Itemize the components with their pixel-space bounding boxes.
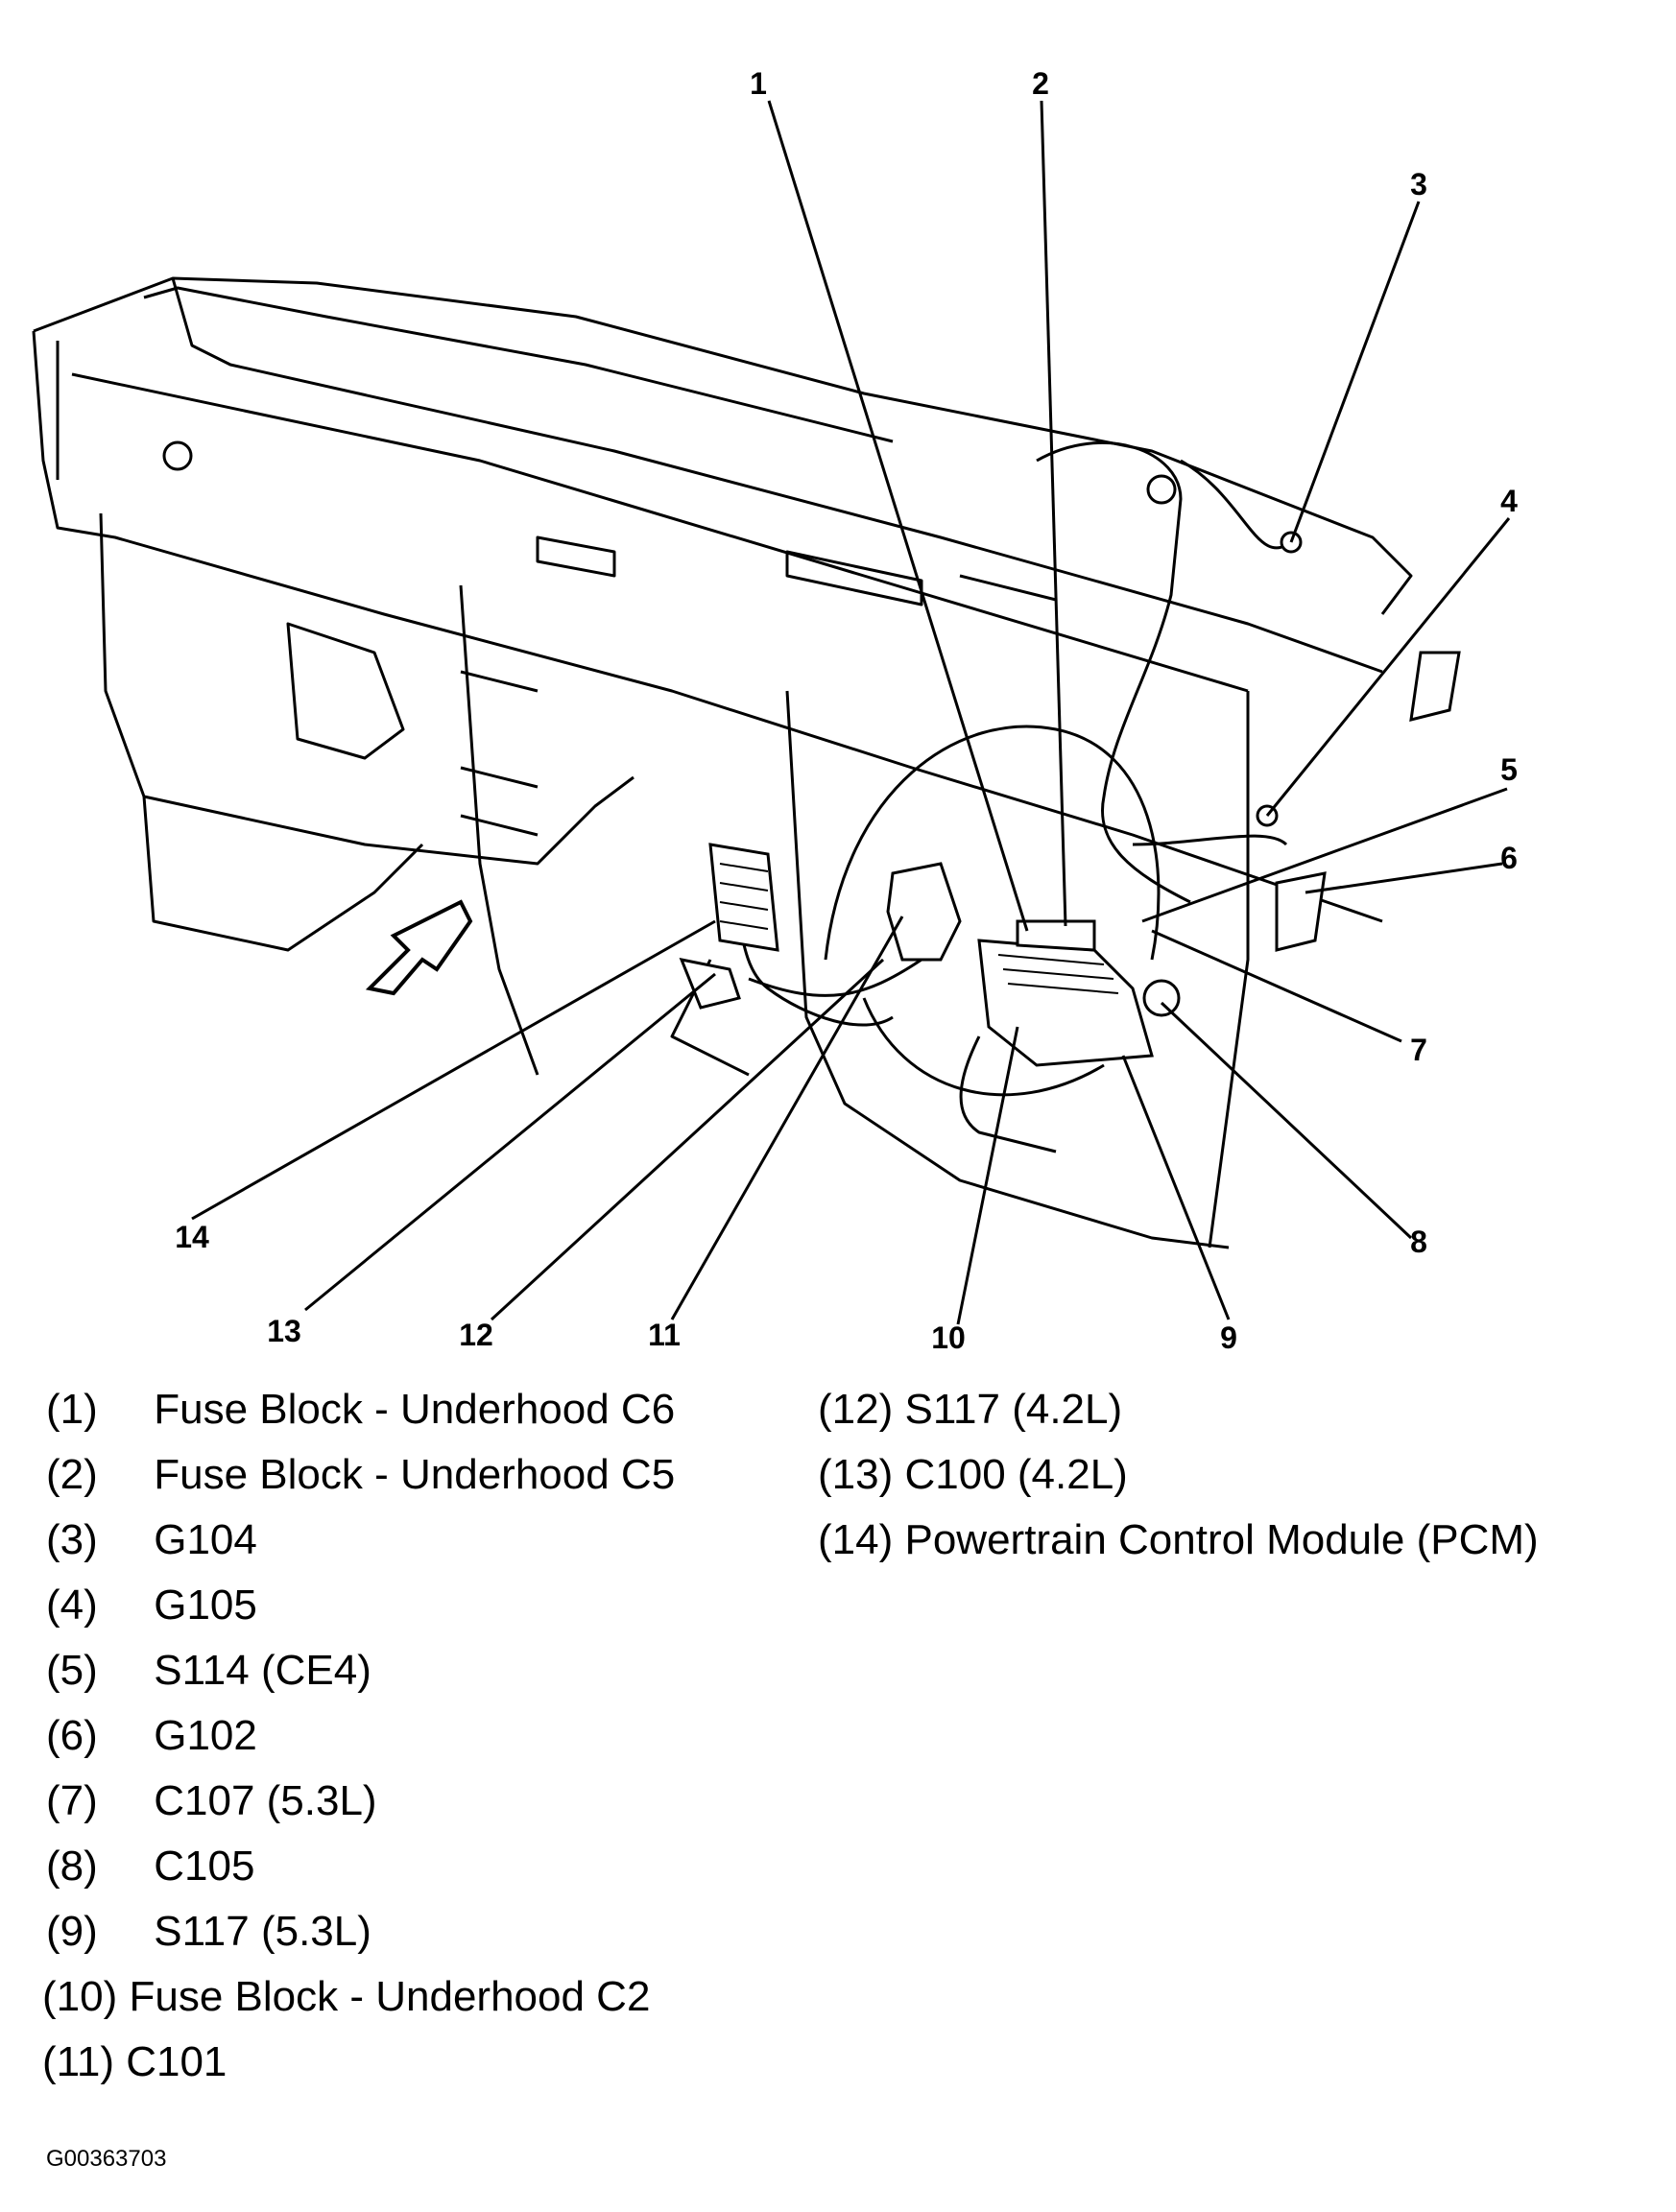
leader-line-13 — [304, 972, 716, 1312]
leader-line-8 — [1160, 1001, 1413, 1240]
legend-label: S117 (5.3L) — [154, 1908, 371, 1955]
legend-label: G105 — [154, 1582, 257, 1629]
legend-item: (3) G104 — [46, 1508, 675, 1573]
legend-label: G102 — [154, 1712, 257, 1759]
legend-item: (2) Fuse Block - Underhood C5 — [46, 1442, 675, 1508]
legend-number: (4) — [46, 1582, 98, 1629]
leader-line-14 — [191, 919, 716, 1221]
callout-2: 2 — [1032, 66, 1049, 101]
legend-label: C100 (4.2L) — [904, 1451, 1128, 1498]
legend-item: (14) Powertrain Control Module (PCM) — [818, 1508, 1539, 1573]
callout-6: 6 — [1500, 841, 1518, 875]
pcm-module — [708, 843, 779, 952]
legend-item: (7) C107 (5.3L) — [46, 1769, 675, 1834]
callout-14: 14 — [175, 1220, 209, 1254]
legend-number: (1) — [46, 1386, 98, 1433]
legend-label: S117 (4.2L) — [904, 1386, 1123, 1433]
legend-number: (13) — [818, 1451, 894, 1498]
callout-13: 13 — [267, 1314, 301, 1348]
legend-item: (13) C100 (4.2L) — [818, 1442, 1539, 1508]
callout-10: 10 — [931, 1320, 966, 1355]
legend-item: (4) G105 — [46, 1573, 675, 1638]
leader-lines — [191, 100, 1511, 1325]
vehicle-body-outline — [32, 276, 1413, 1249]
legend-label: C101 — [126, 2038, 227, 2085]
legend-item: (8) C105 — [46, 1834, 675, 1899]
legend-label: S114 (CE4) — [154, 1647, 371, 1694]
engine-compartment-diagram: 1 2 3 4 5 6 7 8 9 10 11 12 13 14 — [32, 66, 1518, 1355]
legend-item: (9) S117 (5.3L) — [46, 1899, 675, 1964]
leader-line-11 — [670, 916, 904, 1320]
callout-1: 1 — [750, 66, 767, 101]
figure-id: G00363703 — [46, 2146, 167, 2172]
legend-number: (12) — [818, 1386, 894, 1433]
legend-label: C105 — [154, 1843, 255, 1890]
legend-left: (1) Fuse Block - Underhood C6 (2) Fuse B… — [42, 1377, 675, 2095]
legend-item: (1) Fuse Block - Underhood C6 — [46, 1377, 675, 1442]
fuse-block-underhood — [886, 862, 1181, 1067]
legend-label: C107 (5.3L) — [154, 1777, 377, 1824]
leader-line-4 — [1265, 517, 1511, 817]
legend-item: (11) C101 — [42, 2030, 675, 2095]
legend-number: (11) — [42, 2038, 114, 2085]
ground-points — [1146, 474, 1461, 952]
leader-line-3 — [1289, 201, 1421, 543]
leader-line-7 — [1151, 929, 1402, 1043]
callout-3: 3 — [1410, 167, 1427, 202]
leader-line-6 — [1305, 862, 1503, 894]
legend-number: (7) — [46, 1777, 98, 1824]
callout-11: 11 — [648, 1318, 681, 1352]
legend-item: (10) Fuse Block - Underhood C2 — [42, 1964, 675, 2030]
legend-item: (5) S114 (CE4) — [46, 1638, 675, 1703]
legend-number: (6) — [46, 1712, 98, 1759]
legend-label: Fuse Block - Underhood C6 — [154, 1386, 676, 1433]
legend-number: (3) — [46, 1516, 98, 1563]
leader-line-12 — [490, 958, 885, 1321]
leader-line-5 — [1141, 787, 1508, 923]
legend-item: (12) S117 (4.2L) — [818, 1377, 1539, 1442]
leader-line-10 — [956, 1026, 1019, 1325]
legend-label: G104 — [154, 1516, 257, 1563]
legend-number: (5) — [46, 1647, 98, 1694]
legend-number: (9) — [46, 1908, 98, 1955]
callout-9: 9 — [1220, 1320, 1237, 1355]
callout-5: 5 — [1500, 752, 1518, 787]
leader-line-1 — [767, 100, 1029, 932]
leader-line-9 — [1121, 1055, 1231, 1320]
front-direction-arrow — [365, 899, 473, 996]
callout-12: 12 — [459, 1318, 493, 1352]
leader-line-2 — [1040, 100, 1067, 927]
callout-labels: 1 2 3 4 5 6 7 8 9 10 11 12 13 14 — [175, 66, 1518, 1355]
legend-label: Fuse Block - Underhood C5 — [154, 1451, 676, 1498]
legend-label: Powertrain Control Module (PCM) — [904, 1516, 1539, 1563]
legend-number: (10) — [42, 1973, 118, 2020]
legend-item: (6) G102 — [46, 1703, 675, 1769]
callout-8: 8 — [1410, 1225, 1427, 1259]
callout-4: 4 — [1500, 484, 1518, 518]
legend-number: (2) — [46, 1451, 98, 1498]
legend-label: Fuse Block - Underhood C2 — [129, 1973, 651, 2020]
callout-7: 7 — [1410, 1033, 1427, 1067]
legend-right: (12) S117 (4.2L) (13) C100 (4.2L) (14) P… — [818, 1377, 1539, 1573]
legend-number: (8) — [46, 1843, 98, 1890]
legend-number: (14) — [818, 1516, 894, 1563]
